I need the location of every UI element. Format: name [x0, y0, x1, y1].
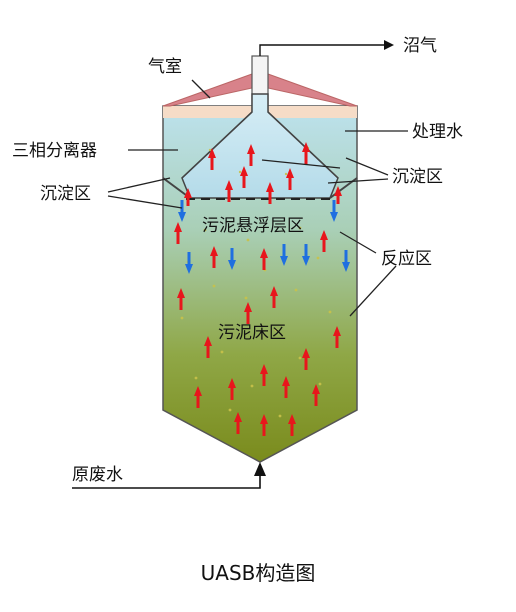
upflow-arrow [302, 348, 310, 370]
upflow-arrow [334, 186, 342, 204]
settling-left-leader-1 [107, 177, 171, 193]
upflow-arrow [204, 336, 212, 358]
downflow-arrow [342, 250, 350, 272]
three-phase-separator-label: 三相分离器 [12, 141, 97, 161]
upflow-arrow [244, 302, 252, 324]
upflow-arrow [260, 364, 268, 386]
upflow-arrow [234, 412, 242, 434]
upflow-arrow [282, 376, 290, 398]
reaction-zone-label: 反应区 [381, 249, 432, 269]
upflow-arrow [240, 166, 248, 188]
downflow-arrow [185, 252, 193, 274]
gas-cap-left [162, 73, 253, 107]
downflow-arrow [302, 244, 310, 266]
reaction-zone-leader-2 [349, 265, 397, 317]
downflow-arrow [178, 200, 186, 222]
upflow-arrow [270, 286, 278, 308]
settling-right-leader-2 [327, 178, 389, 184]
settling-zone-left-label: 沉淀区 [40, 184, 91, 204]
reaction-zone-leader-1 [339, 231, 377, 254]
upflow-arrow [320, 230, 328, 252]
sludge-bed-zone-label: 污泥床区 [218, 323, 286, 343]
biogas-label: 沼气 [403, 36, 437, 56]
gas-chamber-leader [191, 79, 211, 99]
upflow-arrow [177, 288, 185, 310]
upflow-arrow [302, 142, 310, 164]
sludge-suspension-layer-label: 污泥悬浮层区 [202, 216, 304, 236]
upflow-arrow [194, 386, 202, 408]
downflow-arrow [228, 248, 236, 270]
upflow-arrow [260, 414, 268, 436]
upflow-arrow [228, 378, 236, 400]
upflow-arrows [174, 142, 342, 436]
downflow-arrows [178, 200, 350, 274]
upflow-arrow [286, 168, 294, 190]
upflow-arrow [225, 180, 233, 202]
sludge-particles [180, 146, 332, 418]
settling-zone-right-label: 沉淀区 [392, 167, 443, 187]
upflow-arrow [288, 414, 296, 436]
separator-hood-line [181, 111, 253, 179]
downflow-arrow [330, 200, 338, 222]
leader-lines [107, 79, 408, 317]
settling-left-leader-2 [107, 195, 183, 209]
upflow-arrow [184, 188, 192, 206]
gas-chamber-label: 气室 [148, 57, 182, 77]
upflow-arrow [266, 182, 274, 204]
raw-wastewater-label: 原废水 [72, 465, 123, 485]
upflow-arrow [312, 384, 320, 406]
upflow-arrow [247, 144, 255, 166]
biogas-pipe-top [259, 40, 394, 56]
upflow-arrow [208, 148, 216, 170]
upflow-arrow [260, 248, 268, 270]
settling-right-leader-1 [345, 157, 389, 176]
upflow-arrow [210, 246, 218, 268]
treated-water-label: 处理水 [412, 122, 463, 142]
gas-cap-right [267, 73, 358, 107]
center-label-leader [261, 159, 341, 169]
upflow-arrow [174, 222, 182, 244]
downflow-arrow [280, 244, 288, 266]
raw-wastewater-arrowhead [254, 462, 266, 476]
upflow-arrow [333, 326, 341, 348]
figure-caption: UASB构造图 [201, 561, 316, 585]
